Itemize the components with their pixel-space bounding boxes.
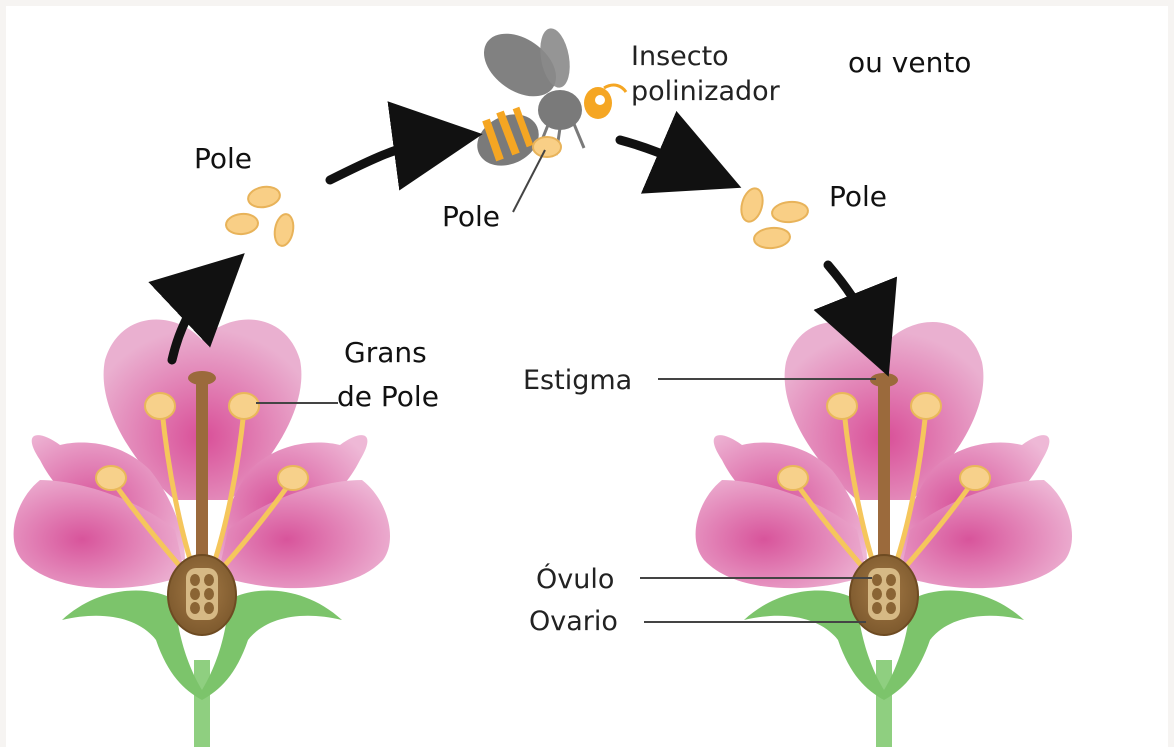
label-ovary: Ovario xyxy=(529,606,618,637)
pollination-diagram: Pole Pole Pole Insecto polinizador ou ve… xyxy=(6,6,1168,747)
right-stem xyxy=(876,660,892,747)
right-flower xyxy=(696,322,1072,747)
right-style xyxy=(878,380,890,570)
label-pollen-bee: Pole xyxy=(442,200,500,233)
pollen-cluster-top-left xyxy=(225,184,295,247)
pollen-cluster-right xyxy=(738,186,809,250)
label-pollen-grains-line1: Grans xyxy=(344,336,427,369)
diagram-frame: Pole Pole Pole Insecto polinizador ou ve… xyxy=(6,6,1168,747)
label-insect-line2: polinizador xyxy=(631,76,781,107)
label-or-wind: ou vento xyxy=(848,46,971,79)
label-pollen-right: Pole xyxy=(829,180,887,213)
label-stigma: Estigma xyxy=(523,365,632,396)
left-style xyxy=(196,378,208,568)
left-stem xyxy=(194,660,210,747)
label-insect-line1: Insecto xyxy=(631,41,729,72)
label-ovule: Óvulo xyxy=(536,563,614,595)
arrow-bee-to-pollen xyxy=(620,140,700,170)
process-arrows xyxy=(172,140,872,360)
bee-icon xyxy=(469,21,626,176)
left-stigma xyxy=(188,371,216,385)
left-flower xyxy=(14,320,390,747)
label-pollen-top-left: Pole xyxy=(194,142,252,175)
label-pollen-grains-line2: de Pole xyxy=(337,380,439,413)
arrow-pollen-to-bee xyxy=(330,140,438,180)
